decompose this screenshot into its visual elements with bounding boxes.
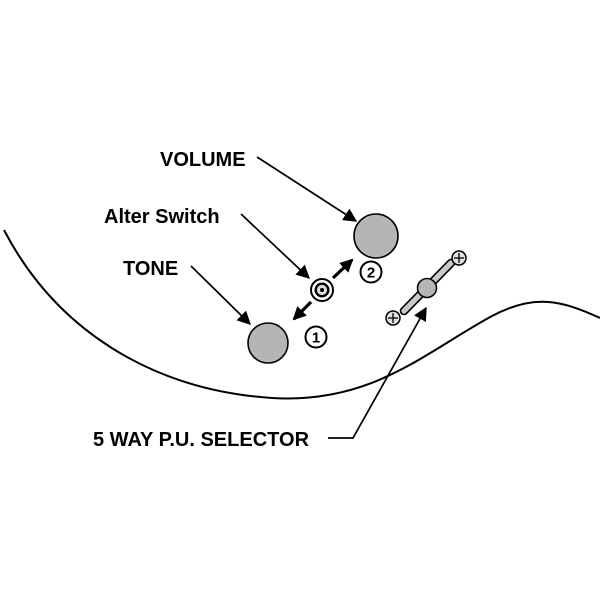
position-1-badge: 1 <box>304 325 328 349</box>
alter-switch-leader-arrow <box>240 213 310 279</box>
tone-label: TONE <box>123 258 178 280</box>
volume-leader-arrow <box>256 156 358 222</box>
direction-2-arrow <box>331 258 354 280</box>
volume-label: VOLUME <box>160 149 246 171</box>
switch-direction-arrows <box>292 258 354 321</box>
selector-screw-top-icon <box>451 250 467 266</box>
selector-leader-arrow <box>328 306 427 439</box>
alter-switch-icon <box>310 278 334 302</box>
direction-1-arrow <box>292 300 313 321</box>
position-2-number: 2 <box>367 265 375 282</box>
tone-leader-arrow <box>190 265 251 325</box>
body-contour-line <box>3 229 600 400</box>
leader-lines <box>190 156 427 439</box>
alter-switch-label: Alter Switch <box>104 206 220 228</box>
selector-label: 5 WAY P.U. SELECTOR <box>93 429 310 451</box>
position-1-number: 1 <box>312 330 320 347</box>
selector-screw-bottom-icon <box>385 310 401 326</box>
tone-knob-icon <box>247 322 289 364</box>
volume-knob-icon <box>353 213 399 259</box>
5-way-selector-lever-icon <box>385 250 467 326</box>
position-2-badge: 2 <box>359 260 383 284</box>
